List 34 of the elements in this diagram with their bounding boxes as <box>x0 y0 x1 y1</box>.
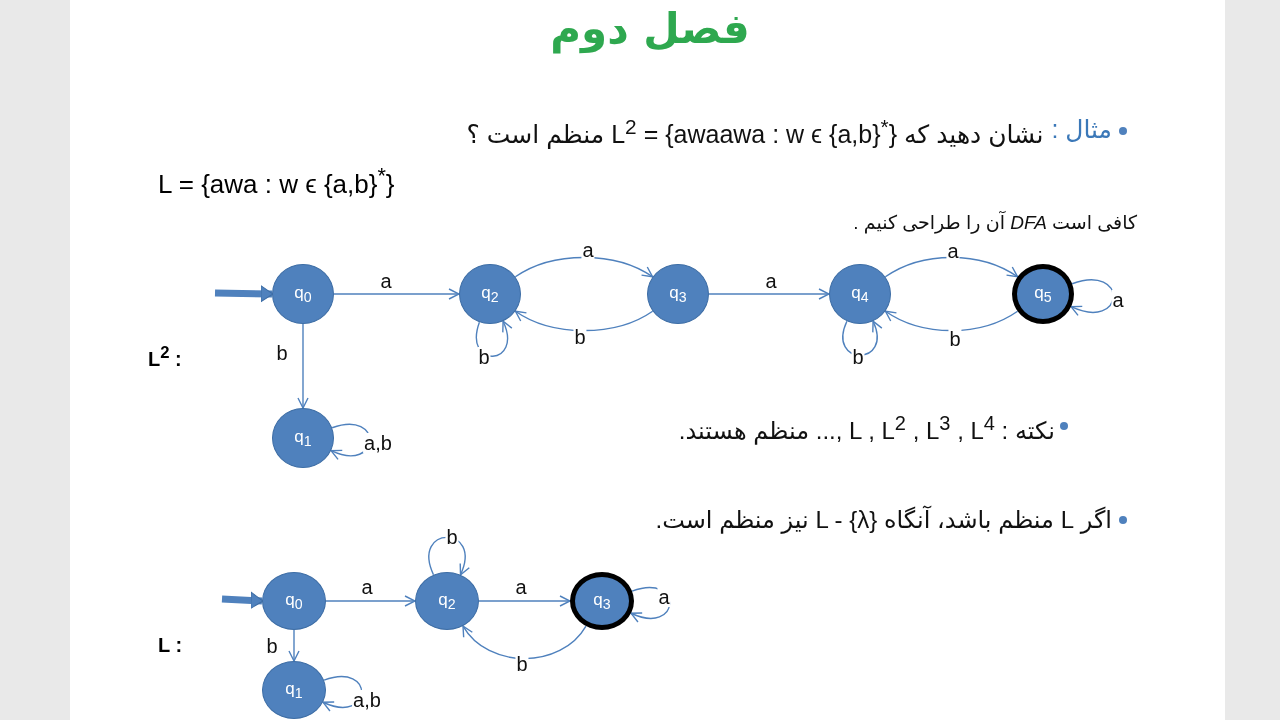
transition-arrow <box>478 595 571 607</box>
transition-arrow <box>462 625 587 660</box>
transition-arrow <box>884 256 1019 278</box>
edge-label: b <box>445 527 459 547</box>
text-line: اگر L منظم باشد، آنگاه L - {λ} نیز منظم است. <box>655 504 1112 536</box>
transition-arrow <box>514 256 654 278</box>
self-loop-arrow <box>428 536 470 576</box>
text-line: L = {awa : w ϵ {a,b}$^{*}$} <box>158 162 395 201</box>
edge-label: b <box>515 654 529 674</box>
edge-label: a <box>1111 290 1125 310</box>
edge-label: b <box>275 343 289 363</box>
start-arrow <box>221 591 264 609</box>
transition-arrow <box>514 310 654 332</box>
transition-arrow <box>333 288 460 300</box>
transition-arrow <box>325 595 416 607</box>
edge-label: a,b <box>363 433 393 453</box>
edge-label: b <box>851 347 865 367</box>
self-loop-arrow <box>1070 279 1114 316</box>
automaton-label: L : <box>158 633 183 658</box>
transition-arrow <box>288 629 300 662</box>
transition-arrow <box>297 323 309 409</box>
automaton-label: L$^{2}$ : <box>148 342 182 372</box>
edge-label: a <box>657 587 671 607</box>
edge-label: b <box>477 347 491 367</box>
transition-arrow <box>884 310 1019 332</box>
transition-arrow <box>708 288 830 300</box>
slide-title: فصل دوم <box>549 4 751 53</box>
example-heading: مثال : <box>1051 114 1112 145</box>
self-loop-arrow <box>475 320 512 357</box>
edge-label: b <box>573 327 587 347</box>
start-arrow <box>214 285 274 303</box>
edge-label: b <box>265 636 279 656</box>
edge-label: a,b <box>352 690 382 710</box>
edge-label: b <box>948 329 962 349</box>
